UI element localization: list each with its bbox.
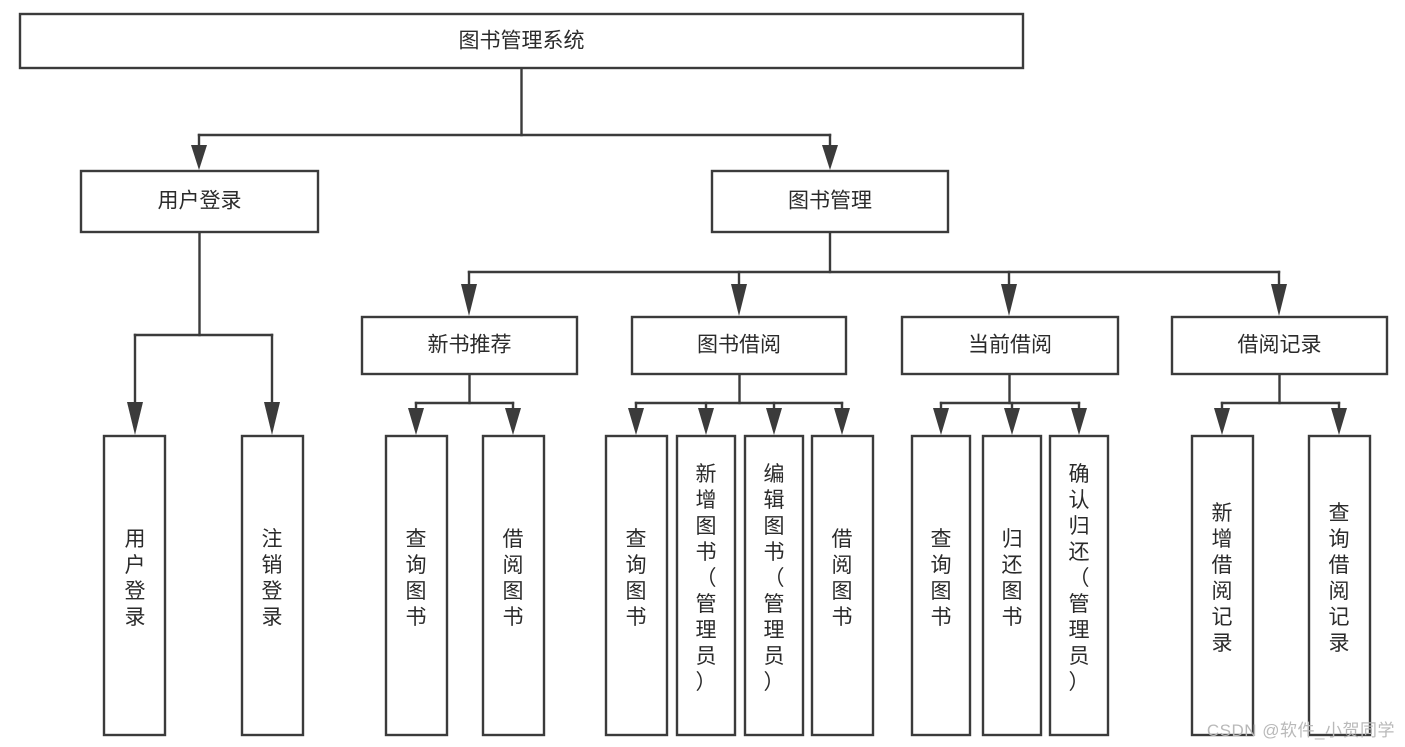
node-leaf-confirm-return[interactable]: 确认归还（管理员）	[1048, 434, 1110, 737]
node-leaf-user-login-box[interactable]	[102, 434, 167, 737]
node-leaf-add-borrow-record[interactable]: 新增借阅记录	[1190, 434, 1255, 737]
node-book-manage[interactable]: 图书管理	[710, 169, 950, 234]
node-book-manage-box[interactable]	[710, 169, 950, 234]
node-leaf-query-borrow-record[interactable]: 查询借阅记录	[1307, 434, 1372, 737]
arrow-head-borrow-record	[1271, 284, 1287, 316]
node-leaf-query-book-borrow-box[interactable]	[604, 434, 669, 737]
connector-group-user-login-to-leaves	[127, 230, 280, 435]
arrow-head-leaf-confirm-return	[1071, 408, 1087, 435]
arrow-head-leaf-user-login	[127, 402, 143, 435]
arrow-head-leaf-query-book-rec	[408, 408, 424, 435]
leaf-nodes-group: 用户登录 注销登录 查询图书 借阅图书 查询图书 新增图书（管理员）	[102, 434, 1372, 737]
csdn-watermark: CSDN @软件_小贺同学	[1206, 721, 1395, 740]
node-new-book-recommend[interactable]: 新书推荐	[360, 315, 579, 376]
node-leaf-add-book-admin-box[interactable]	[675, 434, 737, 737]
connector-group-book-borrow-to-leaves	[628, 372, 850, 435]
node-leaf-borrow-book-rec-label: 借阅图书	[503, 528, 524, 629]
node-leaf-add-book-admin[interactable]: 新增图书（管理员）	[675, 434, 737, 737]
node-leaf-confirm-return-box[interactable]	[1048, 434, 1110, 737]
node-new-book-recommend-label: 新书推荐	[428, 334, 512, 357]
arrow-head-leaf-edit-book-admin	[766, 408, 782, 435]
node-borrow-record-label: 借阅记录	[1238, 334, 1322, 357]
node-leaf-add-book-admin-label: 新增图书（管理员）	[696, 463, 717, 694]
arrow-head-leaf-return-book	[1004, 408, 1020, 435]
node-leaf-logout-login[interactable]: 注销登录	[240, 434, 305, 737]
connector-group-root-to-level2	[191, 66, 838, 170]
node-leaf-logout-login-label: 注销登录	[262, 528, 283, 629]
node-leaf-borrow-book-box[interactable]	[810, 434, 875, 737]
node-root-label: 图书管理系统	[459, 30, 585, 53]
node-leaf-query-book-rec[interactable]: 查询图书	[384, 434, 449, 737]
node-leaf-query-book-current-label: 查询图书	[931, 528, 952, 629]
node-book-manage-label: 图书管理	[788, 190, 872, 213]
arrow-head-leaf-add-book-admin	[698, 408, 714, 435]
node-leaf-user-login-label: 用户登录	[125, 528, 146, 629]
arrow-head-leaf-query-borrow-record	[1331, 408, 1347, 435]
arrow-head-current-borrow	[1001, 284, 1017, 316]
node-book-borrow-label: 图书借阅	[697, 334, 781, 357]
arrow-head-book-borrow	[731, 284, 747, 316]
node-leaf-borrow-book[interactable]: 借阅图书	[810, 434, 875, 737]
arrow-head-leaf-query-book-borrow	[628, 408, 644, 435]
node-leaf-query-borrow-record-label: 查询借阅记录	[1329, 502, 1350, 655]
node-current-borrow-box[interactable]	[900, 315, 1120, 376]
arrow-head-leaf-logout-login	[264, 402, 280, 435]
node-new-book-recommend-box[interactable]	[360, 315, 579, 376]
node-leaf-query-book-current-box[interactable]	[910, 434, 972, 737]
node-borrow-record-box[interactable]	[1170, 315, 1389, 376]
node-user-login-box[interactable]	[79, 169, 320, 234]
node-leaf-query-book-borrow[interactable]: 查询图书	[604, 434, 669, 737]
node-leaf-return-book[interactable]: 归还图书	[981, 434, 1043, 737]
node-leaf-query-book-borrow-label: 查询图书	[626, 528, 647, 629]
node-user-login[interactable]: 用户登录	[79, 169, 320, 234]
arrow-head-leaf-borrow-book	[834, 408, 850, 435]
node-root-box[interactable]	[18, 12, 1025, 70]
node-leaf-edit-book-admin-box[interactable]	[743, 434, 805, 737]
node-leaf-borrow-book-rec[interactable]: 借阅图书	[481, 434, 546, 737]
node-leaf-return-book-box[interactable]	[981, 434, 1043, 737]
arrow-head-book-manage	[822, 145, 838, 170]
node-leaf-edit-book-admin[interactable]: 编辑图书（管理员）	[743, 434, 805, 737]
node-current-borrow-label: 当前借阅	[968, 334, 1052, 357]
node-user-login-label: 用户登录	[158, 190, 242, 213]
node-leaf-return-book-label: 归还图书	[1002, 528, 1023, 629]
node-leaf-query-borrow-record-box[interactable]	[1307, 434, 1372, 737]
arrow-head-leaf-query-book-current	[933, 408, 949, 435]
node-book-borrow[interactable]: 图书借阅	[630, 315, 848, 376]
node-leaf-add-borrow-record-label: 新增借阅记录	[1212, 502, 1233, 655]
node-leaf-confirm-return-label: 确认归还（管理员）	[1069, 463, 1090, 694]
node-leaf-query-book-current[interactable]: 查询图书	[910, 434, 972, 737]
arrow-head-new-book-recommend	[461, 284, 477, 316]
connector-group-current-borrow-to-leaves	[933, 372, 1087, 435]
node-leaf-borrow-book-label: 借阅图书	[832, 528, 853, 629]
connector-group-borrow-record-to-leaves	[1214, 372, 1347, 435]
node-root[interactable]: 图书管理系统	[18, 12, 1025, 70]
connector-group-new-book-recommend-to-leaves	[408, 372, 521, 435]
node-leaf-query-book-rec-box[interactable]	[384, 434, 449, 737]
node-leaf-borrow-book-rec-box[interactable]	[481, 434, 546, 737]
node-borrow-record[interactable]: 借阅记录	[1170, 315, 1389, 376]
node-leaf-add-borrow-record-box[interactable]	[1190, 434, 1255, 737]
node-book-borrow-box[interactable]	[630, 315, 848, 376]
node-leaf-query-book-rec-label: 查询图书	[406, 528, 427, 629]
node-leaf-user-login[interactable]: 用户登录	[102, 434, 167, 737]
node-current-borrow[interactable]: 当前借阅	[900, 315, 1120, 376]
node-leaf-edit-book-admin-label: 编辑图书（管理员）	[764, 463, 785, 694]
arrow-head-leaf-add-borrow-record	[1214, 408, 1230, 435]
arrow-head-user-login	[191, 145, 207, 170]
node-leaf-logout-login-box[interactable]	[240, 434, 305, 737]
connector-group-book-manage-to-level3	[461, 230, 1287, 316]
arrow-head-leaf-borrow-book-rec	[505, 408, 521, 435]
